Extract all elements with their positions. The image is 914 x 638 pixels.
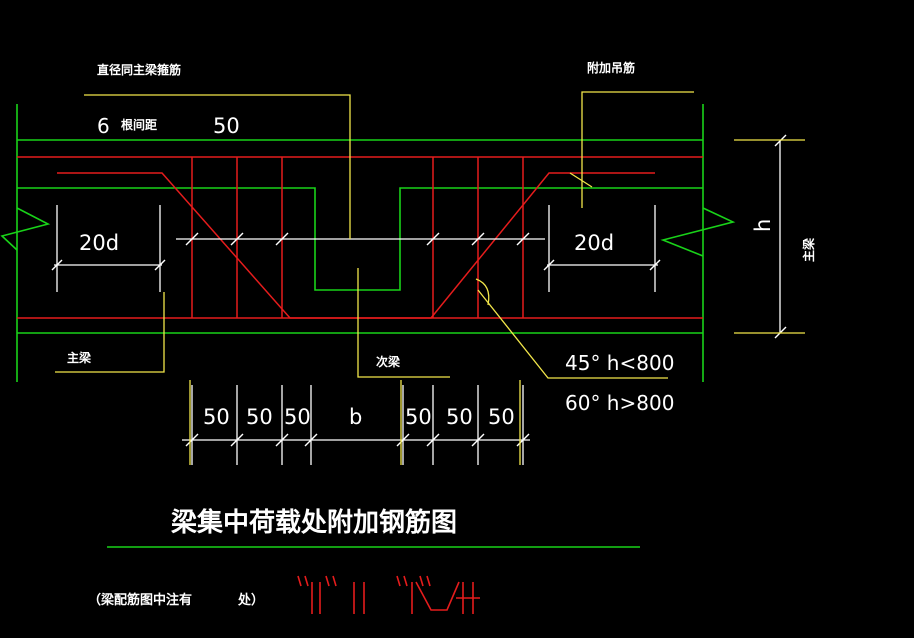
stirrup-spacing-value: 50 <box>213 114 240 138</box>
main-beam-label-right: 主梁 <box>801 238 816 262</box>
secondary-beam-label: 次梁 <box>376 354 400 369</box>
dim-left-1: 50 <box>203 405 230 429</box>
dim-right-2: 50 <box>446 405 473 429</box>
stirrup-spacing-label: 根间距 <box>121 117 157 132</box>
hanger-symbol-group <box>297 575 480 614</box>
dim-left-2: 50 <box>246 405 273 429</box>
dim-right-3: 50 <box>488 405 515 429</box>
stirrup-count: 6 <box>97 114 110 138</box>
drawing-title: 梁集中荷载处附加钢筋图 <box>170 507 457 538</box>
main-stirrup-leader-label: 直径同主梁箍筋 <box>97 62 181 77</box>
angle-45-note: 45° h<800 <box>565 351 674 375</box>
anchor-length-left: 20d <box>79 231 119 255</box>
dim-right-1: 50 <box>405 405 432 429</box>
angle-60-note: 60° h>800 <box>565 391 674 415</box>
hanger-leader-label: 附加吊筋 <box>587 60 635 75</box>
anchor-length-right: 20d <box>574 231 614 255</box>
dim-middle-b: b <box>349 405 362 429</box>
leader-lines <box>55 91 805 548</box>
note-suffix: 处） <box>237 592 264 608</box>
dim-left-3: 50 <box>284 405 311 429</box>
note-prefix: （梁配筋图中注有 <box>88 592 192 608</box>
rebar-group <box>17 156 703 319</box>
main-beam-label-left: 主梁 <box>67 350 91 365</box>
dimension-lines <box>51 134 787 465</box>
height-symbol: h <box>751 219 775 232</box>
